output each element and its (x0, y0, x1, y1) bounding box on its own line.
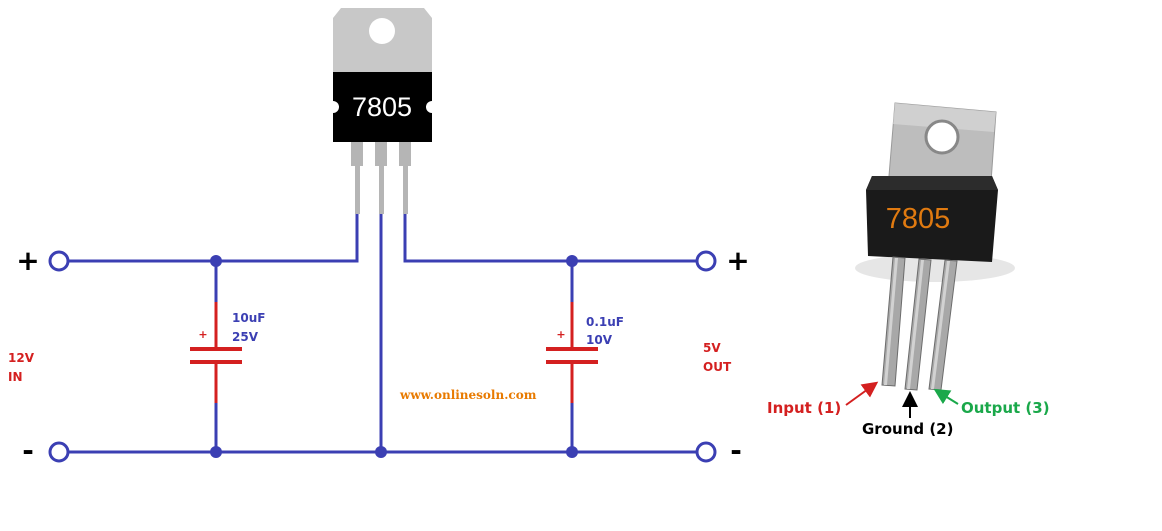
output-arrow (933, 388, 959, 405)
capacitor-c1 (190, 302, 242, 403)
output-word-label: OUT (703, 360, 732, 374)
terminal-out-plus (695, 250, 717, 272)
package-leads (881, 256, 958, 391)
minus-sign-input: - (22, 434, 34, 467)
schematic: 7805 (8, 8, 750, 467)
output-voltage-label: 5V (703, 341, 721, 355)
pin2-label: Ground (2) (862, 420, 953, 438)
pin1-label: Input (1) (767, 399, 841, 417)
regulator-ic: 7805 (327, 8, 438, 214)
junction-c2-bottom (566, 446, 578, 458)
plus-sign-input: + (16, 244, 39, 277)
website-watermark: www.onlinesoln.com (399, 388, 537, 402)
cap2-polarity: + (556, 328, 565, 341)
package-body (866, 176, 998, 262)
ic-body (333, 72, 432, 142)
cap2-rating: 10V (586, 333, 613, 347)
mounting-hole (369, 18, 395, 44)
terminal-in-plus (48, 250, 70, 272)
pin-input (351, 142, 363, 166)
input-word-label: IN (8, 370, 23, 384)
cap1-polarity: + (198, 328, 207, 341)
junction-c1-top (210, 255, 222, 267)
cap2-value: 0.1uF (586, 315, 624, 329)
pin3-label: Output (3) (961, 399, 1050, 417)
ic-label: 7805 (352, 92, 412, 122)
package-hole (924, 119, 960, 155)
input-voltage-label: 12V (8, 351, 35, 365)
capacitor-c2 (546, 302, 598, 403)
junction-c1-bottom (210, 446, 222, 458)
body-notch-left (327, 101, 339, 113)
pin-ground (375, 142, 387, 166)
terminal-out-minus (695, 441, 717, 463)
terminals (48, 250, 717, 463)
package-illustration: 7805 Input (1) Ground (2) (767, 102, 1050, 438)
wires (69, 214, 696, 454)
junctions (210, 255, 578, 458)
body-notch-right (426, 101, 438, 113)
package-body-label: 7805 (886, 203, 951, 235)
minus-sign-output: - (730, 434, 742, 467)
terminal-in-minus (48, 441, 70, 463)
input-arrow (845, 381, 879, 406)
junction-c2-top (566, 255, 578, 267)
plus-sign-output: + (726, 244, 749, 277)
cap1-value: 10uF (232, 311, 265, 325)
cap1-rating: 25V (232, 330, 259, 344)
junction-ground (375, 446, 387, 458)
pin-output (399, 142, 411, 166)
